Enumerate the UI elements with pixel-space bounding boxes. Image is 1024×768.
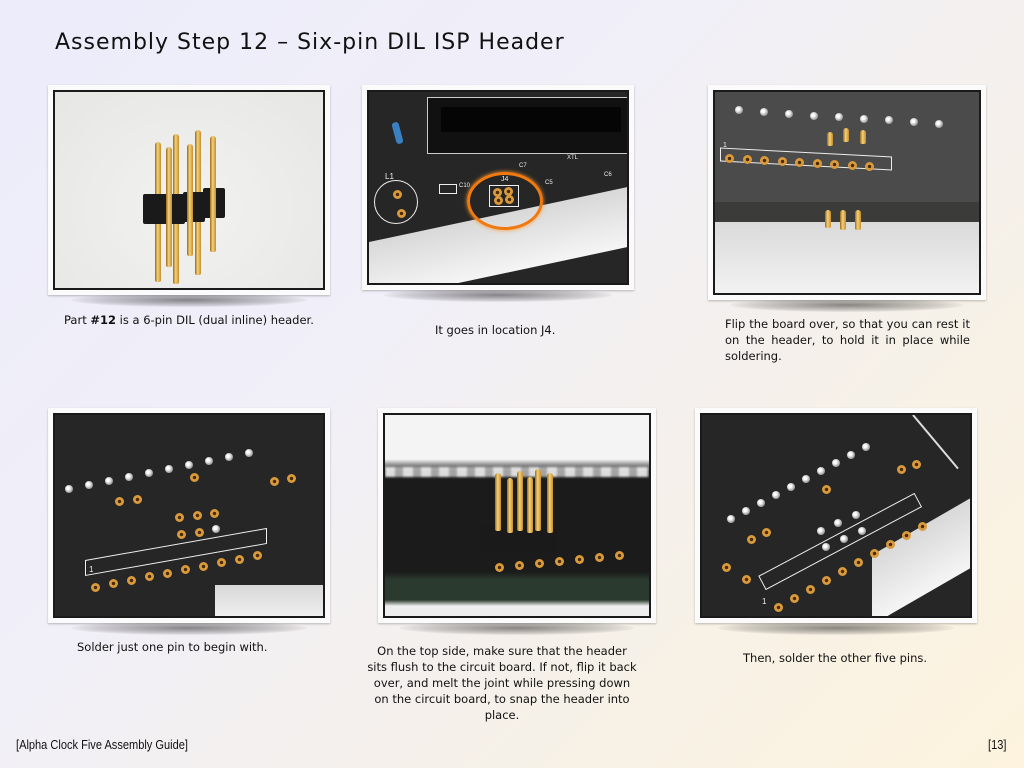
guide-footer-title: [Alpha Clock Five Assembly Guide] <box>16 737 188 752</box>
header-flush-photo <box>383 413 651 618</box>
photo-frame-step-6: 1 <box>695 408 977 635</box>
j4-highlight-ring <box>467 172 543 230</box>
caption-step-2: It goes in location J4. <box>435 323 556 337</box>
photo-frame-step-5 <box>378 408 656 635</box>
page-number: [13] <box>988 737 1007 752</box>
photo-frame-step-3: 1 <box>708 85 986 312</box>
photo-frame-step-1 <box>48 85 330 307</box>
caption-step-3: Flip the board over, so that you can res… <box>725 317 970 363</box>
caption-step-4: Solder just one pin to begin with. <box>77 640 268 654</box>
silk-label-c6: C6 <box>604 172 612 178</box>
caption-step-5: On the top side, make sure that the head… <box>367 644 637 722</box>
photo-frame-step-4: 1 <box>48 408 330 635</box>
silk-label-1: 1 <box>762 597 767 606</box>
silk-label-xtl: XTL <box>567 155 579 161</box>
silk-label-1: 1 <box>723 142 727 149</box>
all-pins-soldered-photo: 1 <box>700 413 972 618</box>
pcb-location-j4-photo: L1 J4 C10 C7 XTL C5 C6 <box>367 90 629 285</box>
caption-step-6: Then, solder the other five pins. <box>743 651 927 665</box>
silk-label-l1: L1 <box>385 172 394 181</box>
silk-label-c5: C5 <box>545 180 553 186</box>
board-flipped-photo: 1 <box>713 90 981 295</box>
silk-label-c10: C10 <box>459 183 471 189</box>
caption-step-1: Part #12 is a 6-pin DIL (dual inline) he… <box>64 313 314 327</box>
silk-label-c7: C7 <box>519 163 527 169</box>
six-pin-header-photo <box>53 90 325 290</box>
photo-frame-step-2: L1 J4 C10 C7 XTL C5 C6 <box>362 85 634 302</box>
one-pin-soldered-photo: 1 <box>53 413 325 618</box>
silk-label-1: 1 <box>89 565 94 574</box>
page-title: Assembly Step 12 – Six-pin DIL ISP Heade… <box>55 30 565 55</box>
